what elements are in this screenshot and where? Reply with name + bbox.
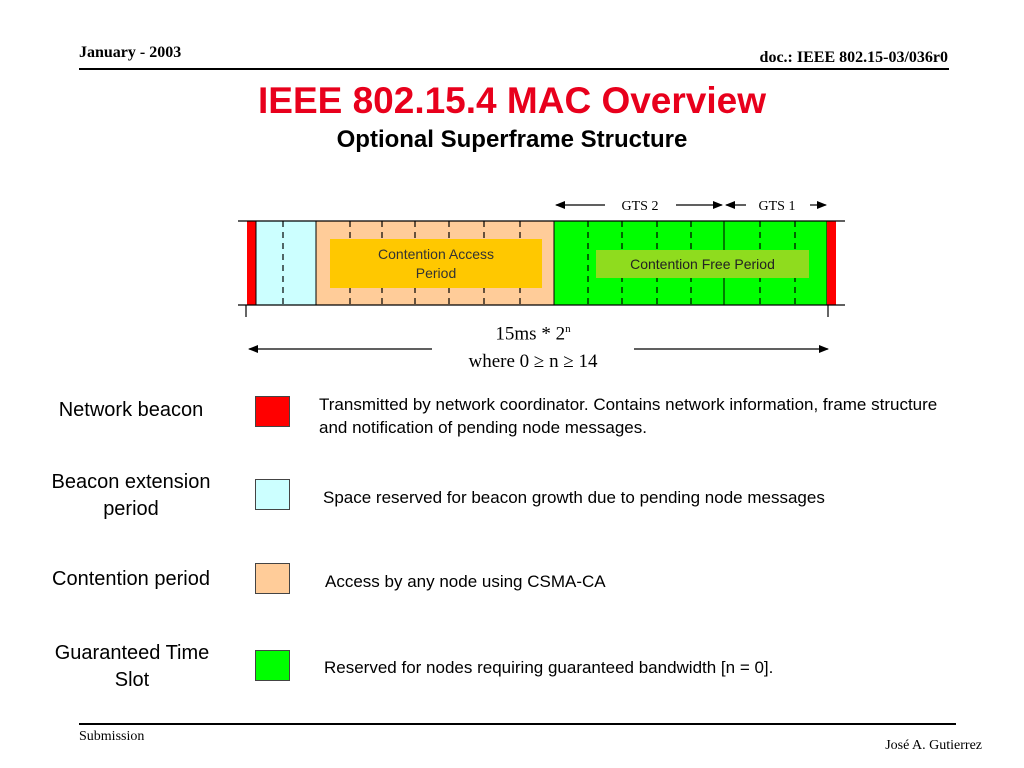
end-beacon-region [827, 221, 836, 305]
legend-swatch-network-beacon [255, 396, 290, 427]
legend-desc-contention-period: Access by any node using CSMA-CA [325, 572, 606, 591]
cap-label: Contention Access Period [378, 245, 494, 281]
duration-exponent: n [565, 323, 571, 335]
duration-condition: where 0 ≥ n ≥ 14 [468, 351, 598, 372]
duration-base: 15ms * 2 [495, 323, 566, 345]
cfp-label: Contention Free Period [630, 255, 775, 272]
legend-desc-beacon-extension: Space reserved for beacon growth due to … [323, 488, 825, 507]
footer-author: José A. Gutierrez [885, 738, 982, 753]
legend-swatch-gts [255, 650, 290, 681]
legend-label-beacon-extension: Beacon extension period [51, 471, 211, 520]
legend-desc-gts: Reserved for nodes requiring guaranteed … [324, 658, 774, 677]
beacon-extension-region [255, 220, 317, 306]
header-date: January - 2003 [79, 44, 182, 61]
page-title: IEEE 802.15.4 MAC Overview [258, 80, 766, 121]
legend-desc-network-beacon: Transmitted by network coordinator. Cont… [319, 395, 938, 437]
gts2-label: GTS 2 [622, 199, 659, 214]
footer-submission: Submission [79, 729, 145, 744]
cap-label-box: Contention Access Period [330, 239, 542, 288]
legend-label-network-beacon: Network beacon [58, 399, 204, 421]
cfp-label-box: Contention Free Period [596, 250, 809, 278]
legend-label-gts: Guaranteed Time Slot [54, 642, 210, 691]
header-doc-id: doc.: IEEE 802.15-03/036r0 [759, 49, 948, 66]
legend-swatch-contention-period [255, 563, 290, 594]
legend-swatch-beacon-extension [255, 479, 290, 510]
gts1-label: GTS 1 [759, 199, 796, 214]
duration-formula: 15ms * 2n [433, 323, 633, 345]
beacon-region [247, 221, 256, 305]
page-subtitle: Optional Superframe Structure [336, 126, 688, 153]
footer-rule [79, 723, 956, 725]
slot-dividers [282, 221, 796, 305]
header-rule [79, 68, 949, 70]
legend-label-contention-period: Contention period [52, 568, 210, 590]
